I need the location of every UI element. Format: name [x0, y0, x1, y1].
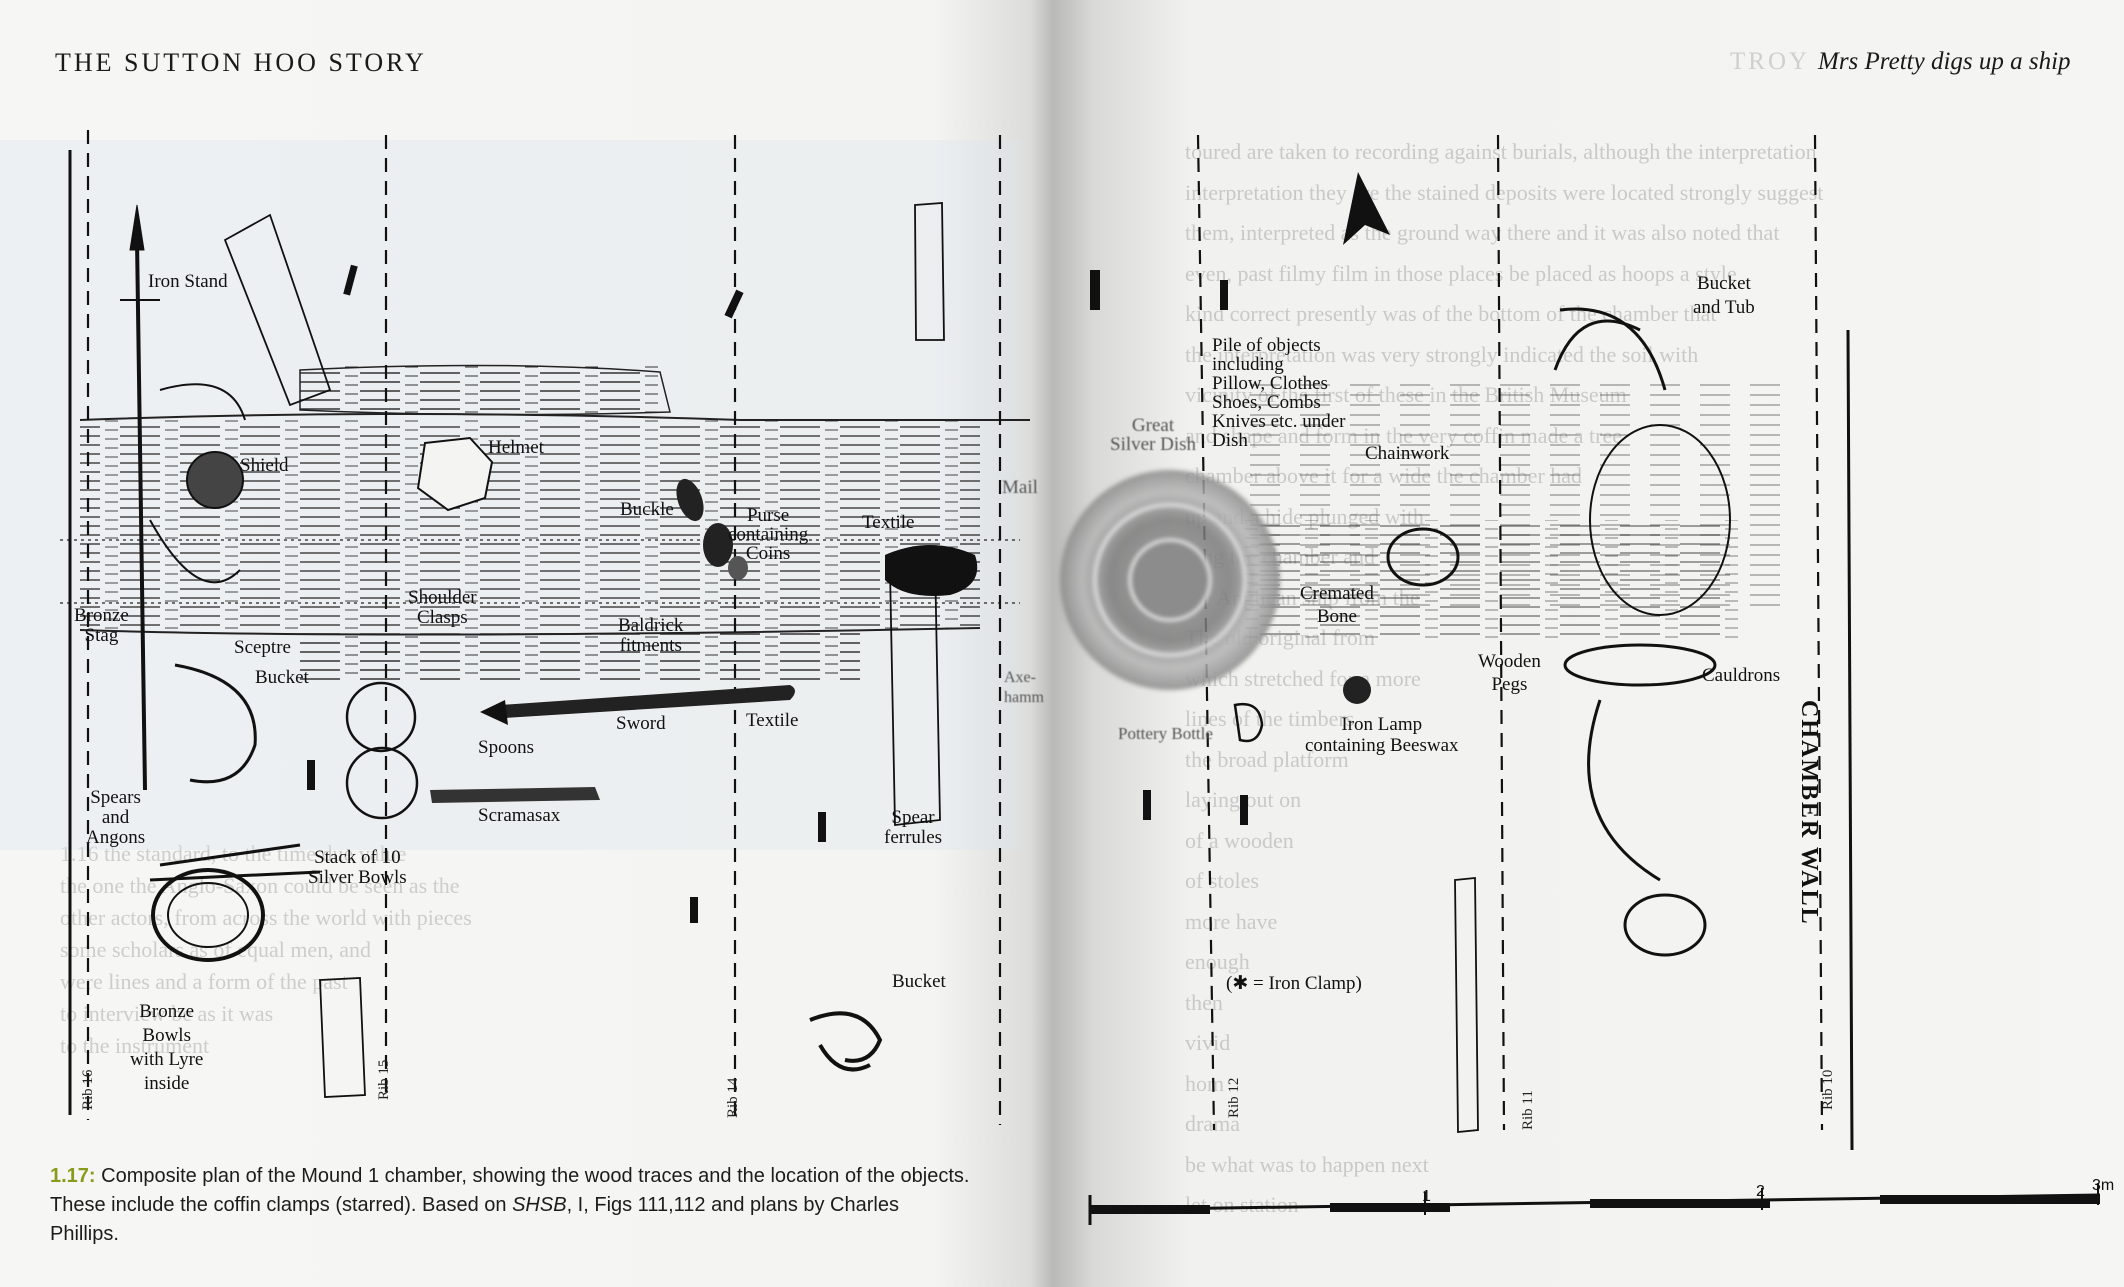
label-helmet: Helmet — [488, 437, 544, 458]
rib-label: Rib 15 — [376, 1059, 392, 1100]
label-wooden-pegs: Wooden Pegs — [1478, 651, 1541, 695]
silver-round-drawings — [345, 681, 419, 820]
iron-stand-drawing — [120, 204, 160, 791]
label-baldrick-fitments: Baldrick fitments — [618, 615, 684, 656]
label-spoons: Spoons — [478, 737, 534, 758]
great-silver-dish-drawing — [1060, 470, 1280, 690]
label-spear-ferrules: Spear ferrules — [884, 807, 943, 848]
chainwork-drawing — [1386, 527, 1460, 587]
purse-drawing — [703, 523, 748, 580]
scale-tick-3m: 3m — [2092, 1177, 2115, 1194]
sword-drawing — [500, 685, 795, 718]
label-axe-hammer: Axe- hamm — [1004, 669, 1044, 706]
bucket-lower-drawing — [809, 1011, 883, 1072]
helmet-drawing — [416, 436, 494, 512]
timber-fragments — [223, 202, 1479, 1133]
scale-tick-2: 2 — [1756, 1183, 1765, 1200]
label-iron-lamp: Iron Lamp containing Beeswax — [1305, 714, 1459, 756]
label-chamber-wall: CHAMBER WALL — [1796, 700, 1822, 926]
label-shoulder-clasps: Shoulder Clasps — [408, 587, 477, 628]
label-cauldrons: Cauldrons — [1702, 665, 1781, 686]
shield-drawing — [149, 383, 246, 584]
label-textile-bottom: Textile — [746, 710, 799, 731]
bronze-bowls-drawing — [149, 843, 321, 962]
cauldrons-drawing — [1553, 307, 1731, 957]
right-running-head: Mrs Pretty digs up a ship — [1818, 48, 2071, 75]
label-iron-clamp-key: (✱ = Iron Clamp) — [1226, 973, 1362, 994]
label-bucket-and-tub: Bucket and Tub — [1693, 273, 1755, 318]
label-scramasax: Scramasax — [478, 805, 561, 826]
iron-lamp-drawing — [1343, 676, 1371, 704]
rib-label: Rib 14 — [725, 1077, 741, 1118]
label-textile-top: Textile — [862, 512, 915, 533]
label-mail: Mail — [1002, 477, 1038, 498]
caption-text-2: , I, Figs 111,112 and plans by Charles P… — [50, 1194, 899, 1245]
scale-bar — [1088, 1183, 2101, 1225]
label-iron-stand: Iron Stand — [148, 271, 228, 292]
rib-label: Rib 12 — [1226, 1077, 1242, 1118]
label-bronze-bowls: Bronze Bowls with Lyre inside — [130, 1001, 204, 1094]
pottery-bottle-drawing — [1233, 702, 1264, 743]
label-pile-of-objects: Pile of objects including Pillow, Clothe… — [1212, 335, 1346, 451]
textile-blob — [885, 545, 978, 596]
wood-traces — [79, 364, 1800, 680]
rib-label: Rib 16 — [80, 1069, 96, 1110]
label-chainwork: Chainwork — [1365, 443, 1450, 464]
figure-number: 1.17: — [50, 1165, 96, 1187]
label-sceptre: Sceptre — [234, 637, 291, 658]
left-running-head: THE SUTTON HOO STORY — [55, 48, 427, 77]
label-bucket-lower: Bucket — [892, 971, 946, 992]
caption-text-1: Composite plan of the Mound 1 chamber, s… — [50, 1165, 970, 1216]
coffin-clamp-marks — [307, 264, 1248, 923]
label-great-silver-dish: Great Silver Dish — [1110, 415, 1197, 455]
label-purse: Purse containing Coins — [728, 505, 809, 564]
label-silver-bowls: Stack of 10 Silver Bowls — [308, 847, 407, 888]
label-spears-angons: Spears and Angons — [86, 787, 146, 848]
bucket-left-drawing — [174, 663, 257, 784]
north-arrow — [1343, 172, 1390, 245]
label-cremated-bone: Cremated Bone — [1300, 583, 1374, 627]
scale-tick-1: 1 — [1422, 1188, 1431, 1205]
rib-label: Rib 10 — [1820, 1069, 1836, 1110]
bleed-through-head: TROY — [1730, 48, 1811, 75]
figure-caption: 1.17: Composite plan of the Mound 1 cham… — [50, 1162, 970, 1249]
label-buckle: Buckle — [620, 499, 674, 520]
buckle-drawing — [676, 478, 704, 522]
label-sword: Sword — [616, 713, 666, 734]
label-bucket-left: Bucket — [255, 667, 309, 688]
rib-label: Rib 11 — [1520, 1090, 1536, 1130]
chamber-walls — [68, 150, 1854, 1151]
label-shield: Shield — [240, 455, 289, 476]
guide-lines — [60, 539, 1020, 604]
label-bronze-stag: Bronze Stag — [74, 605, 129, 646]
label-pottery-bottle: Pottery Bottle — [1118, 724, 1213, 743]
scramasax-drawing — [430, 787, 600, 803]
caption-source: SHSB — [512, 1194, 567, 1216]
